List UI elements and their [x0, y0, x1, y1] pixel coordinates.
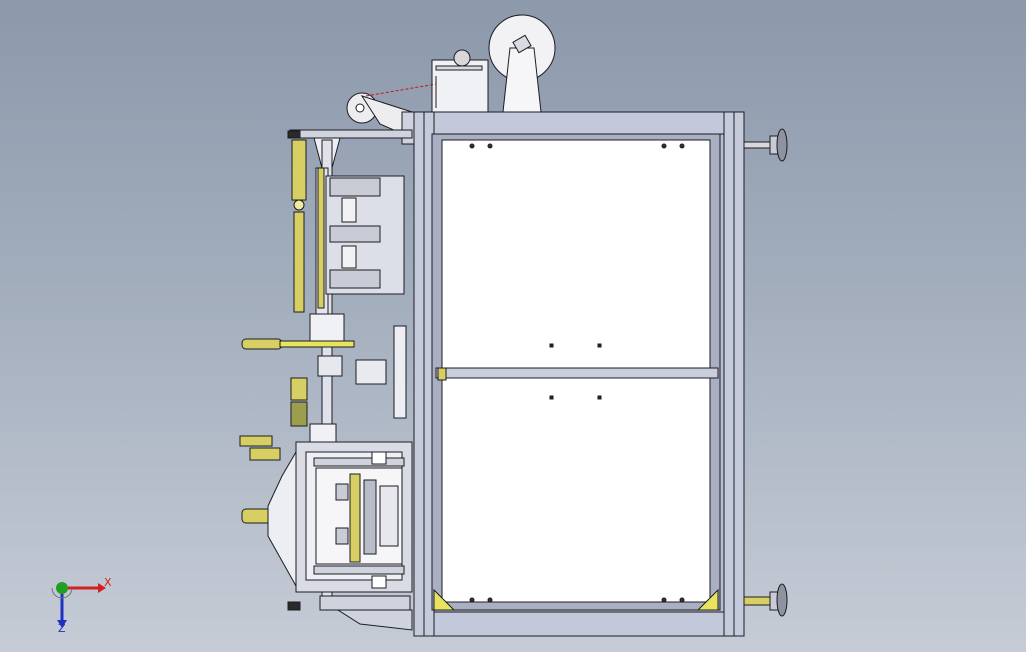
door-latch	[437, 367, 447, 381]
axis-z-label: Z	[58, 622, 66, 635]
corner-brackets	[433, 588, 719, 611]
cabinet-door-lower	[441, 377, 711, 603]
pneumatic-cylinder-middle	[239, 435, 281, 461]
leveling-foot-lower	[743, 583, 788, 617]
film-leader-line	[365, 83, 437, 97]
pneumatic-cylinder-upper	[241, 338, 355, 350]
axis-x-label: X	[104, 576, 112, 589]
orientation-triad	[51, 582, 106, 628]
door-divider	[435, 367, 719, 379]
brass-linkage-rod	[290, 139, 325, 427]
cabinet-door-upper	[441, 139, 711, 369]
leveling-foot-upper	[743, 128, 788, 162]
sealing-jaw-unit	[267, 441, 413, 631]
